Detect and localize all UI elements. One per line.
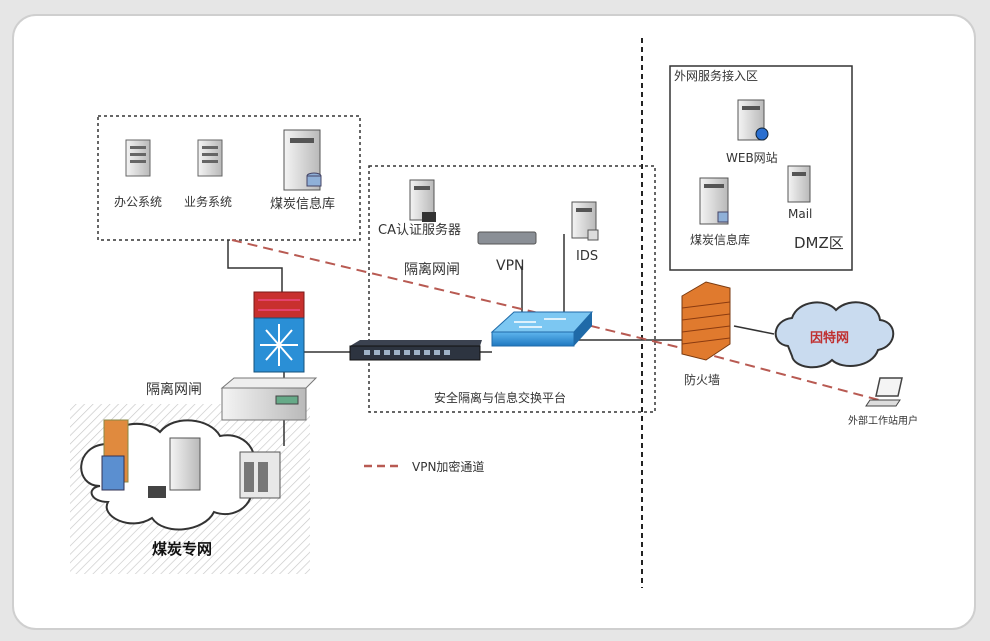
diagram-card: 办公系统 业务系统 煤炭信息库 CA认证服务器 隔离网闸 VPN IDS 安全隔… (12, 14, 976, 630)
vpn-tunnel-line (231, 239, 895, 405)
coal-db-dmz-icon (699, 177, 729, 225)
business-server-icon (197, 139, 223, 177)
platform-label: 安全隔离与信息交换平台 (434, 390, 566, 405)
dmz-box (669, 65, 853, 271)
switch-icon (490, 311, 594, 347)
isolation-gateway-label: 隔离网闸 (146, 381, 202, 398)
dmz-zone-title: 外网服务接入区 (674, 68, 758, 83)
exchange-rack-icon (349, 340, 482, 361)
vpn-legend-label: VPN加密通道 (412, 459, 484, 474)
business-system-label: 业务系统 (184, 194, 232, 209)
internet-label: 因特网 (810, 330, 849, 346)
coal-db-internal-label: 煤炭信息库 (270, 196, 335, 212)
vpn-label: VPN (496, 258, 525, 274)
internal-systems-box (97, 115, 361, 241)
web-server-icon (737, 99, 769, 141)
web-site-label: WEB网站 (726, 151, 778, 165)
remote-laptop-icon (865, 377, 903, 407)
private-cloud-icon (80, 419, 281, 531)
firewall-label: 防火墙 (684, 372, 720, 387)
isolation-gateway-icon (220, 377, 318, 421)
network-diagram: 办公系统 业务系统 煤炭信息库 CA认证服务器 隔离网闸 VPN IDS 安全隔… (70, 38, 918, 588)
coal-db-dmz-label: 煤炭信息库 (690, 232, 750, 247)
ids-server-icon (571, 201, 599, 241)
core-switch-icon (253, 291, 305, 373)
office-system-label: 办公系统 (114, 194, 162, 209)
ca-server-icon (409, 179, 436, 222)
dmz-label: DMZ区 (794, 234, 844, 252)
ids-label: IDS (576, 249, 598, 264)
vpn-device-icon (477, 231, 537, 245)
ca-server-label: CA认证服务器 (378, 222, 461, 238)
mail-label: Mail (788, 207, 812, 221)
isolation-gateway-inner-label: 隔离网闸 (404, 261, 460, 278)
coal-db-server-icon (283, 129, 322, 191)
remote-user-label: 外部工作站用户 (848, 414, 918, 427)
firewall-icon (681, 281, 731, 361)
coal-private-net-label: 煤炭专网 (152, 540, 212, 558)
platform-box (368, 165, 656, 413)
office-server-icon (125, 139, 151, 177)
mail-server-icon (787, 165, 811, 203)
internet-cloud-icon (774, 301, 895, 369)
